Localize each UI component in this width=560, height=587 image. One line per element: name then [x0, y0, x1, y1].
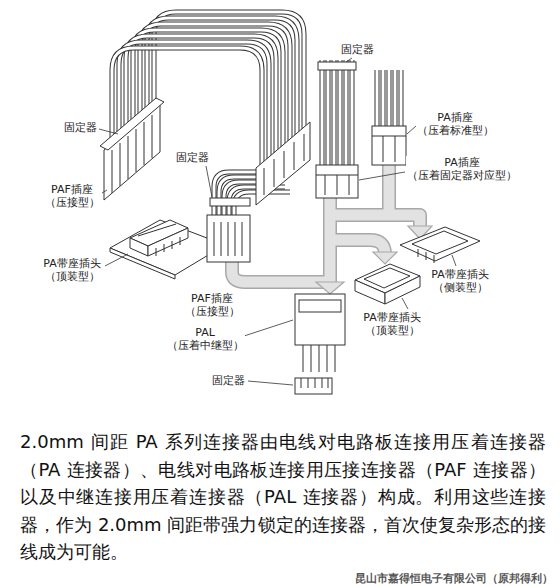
caption-text: 2.0mm 间距 PA 系列连接器由电线对电路板连接用压着连接器（PA 连接器）… — [20, 428, 546, 566]
part-label: PA带座插头 （顶装型） — [42, 257, 101, 283]
leader-line — [99, 58, 456, 385]
fixer-label: 固定器 — [63, 121, 98, 134]
fixer-label: 固定器 — [211, 374, 246, 387]
part-label: PA插座 （压着标准型） — [416, 111, 495, 137]
part-label: PA带座插头 （侧装型） — [430, 268, 489, 294]
fixer-label: 固定器 — [175, 151, 210, 164]
part-label: PAF插座 （压接型） — [44, 183, 101, 209]
fixer-label: 固定器 — [340, 43, 375, 56]
top-mount-header — [355, 264, 420, 304]
part-label: PA带座插头 （顶装型） — [362, 311, 421, 337]
part-label: PAL （压着中继型） — [166, 326, 245, 352]
paf-socket — [207, 198, 250, 262]
paf-socket — [100, 98, 164, 200]
side-mount-header — [400, 227, 480, 263]
part-label: PA插座 （压着固定器对应型） — [406, 156, 518, 182]
part-label: PAF插座 （压接型） — [184, 292, 241, 318]
pa-socket — [256, 122, 310, 205]
watermark: 昆山市嘉得恒电子有限公司（原邦得利） — [354, 572, 554, 585]
pa-socket — [316, 62, 406, 198]
pal-connector — [295, 294, 345, 394]
